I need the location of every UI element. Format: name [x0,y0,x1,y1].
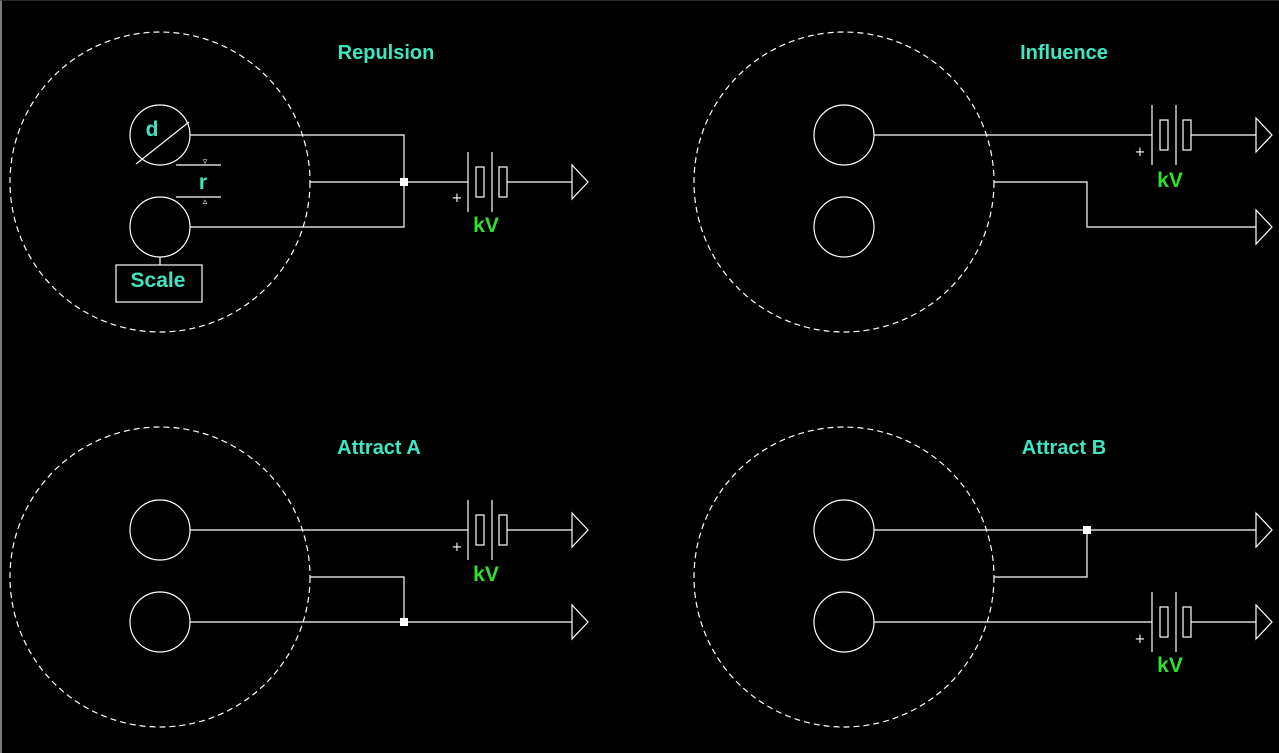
lower-sphere[interactable] [813,196,875,258]
voltage-label: kV [473,214,499,237]
output-arrow-lower-icon[interactable] [571,603,589,641]
junction-node [400,178,408,186]
battery-icon[interactable] [1151,592,1192,652]
panel-title: Attract A [337,437,421,459]
junction-node [400,618,408,626]
battery-polarity: + [452,540,463,555]
output-arrow-upper-icon[interactable] [1255,116,1273,154]
output-arrow-upper-icon[interactable] [1255,511,1273,549]
junction-node [1083,526,1091,534]
output-arrow-upper-icon[interactable] [571,511,589,549]
upper-sphere[interactable] [813,104,875,166]
scale-label: Scale [131,269,186,292]
ground-wire [310,576,405,622]
lower-sphere[interactable] [129,591,191,653]
output-arrow-lower-icon[interactable] [1255,208,1273,246]
output-arrow-lower-icon[interactable] [1255,603,1273,641]
panel-title: Repulsion [338,42,435,64]
panel-repulsion: Repulsion d ▿ ▵ r Scale + kV [9,31,589,333]
sphere-wires [190,134,405,228]
diameter-label: d [146,118,159,141]
diameter-line [135,121,190,165]
panel-influence: Influence + kV [693,31,1273,333]
voltage-label: kV [1157,654,1183,677]
lower-sphere[interactable] [813,591,875,653]
panel-title: Attract B [1022,437,1106,459]
upper-sphere[interactable] [129,104,191,166]
panel-title: Influence [1020,42,1108,64]
battery-icon[interactable] [467,152,508,212]
voltage-label: kV [1157,169,1183,192]
lower-sphere[interactable] [129,196,191,258]
gap-label: r [199,171,207,194]
panel-attract-a: Attract A + kV [9,426,589,728]
gap-arrow-top-icon: ▿ [203,157,208,167]
gap-arrow-bottom-icon: ▵ [203,197,208,207]
chamber-circle [693,426,995,728]
battery-polarity: + [1135,632,1146,647]
scale-box[interactable] [115,264,203,303]
upper-sphere[interactable] [813,499,875,561]
voltage-label: kV [473,563,499,586]
ground-wire [994,530,1088,578]
ground-wire [994,181,1256,228]
output-arrow-icon[interactable] [571,163,589,201]
chamber-circle [693,31,995,333]
panel-attract-b: Attract B + kV [693,426,1273,728]
battery-polarity: + [1135,145,1146,160]
upper-sphere[interactable] [129,499,191,561]
battery-icon[interactable] [1151,105,1192,165]
battery-icon[interactable] [467,500,508,560]
battery-polarity: + [452,191,463,206]
chamber-circle [9,426,311,728]
